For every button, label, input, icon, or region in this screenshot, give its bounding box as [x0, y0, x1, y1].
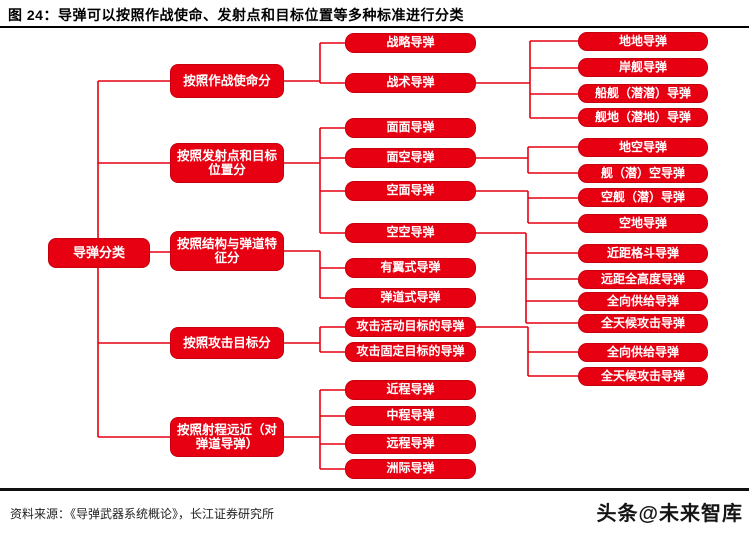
node-air-ship-missile: 空舰（潜）导弹	[578, 188, 708, 207]
node-tactical-missile: 战术导弹	[345, 73, 476, 93]
node-surface-surface-missile: 面面导弹	[345, 118, 476, 138]
source-note: 资料来源：《导弹武器系统概论》，长江证券研究所	[10, 507, 275, 521]
node-by-range: 按照射程远近（对弹道导弹）	[170, 417, 284, 457]
node-coast-ship-missile: 岸舰导弹	[578, 58, 708, 77]
node-ground-ground-missile: 地地导弹	[578, 32, 708, 51]
watermark-toutiao: 头条@未来智库	[596, 503, 743, 525]
node-short-range-missile: 近程导弹	[345, 380, 476, 400]
node-by-combat-mission: 按照作战使命分	[170, 64, 284, 98]
node-close-dogfight-missile: 近距格斗导弹	[578, 244, 708, 263]
node-attack-fixed-target-missile: 攻击固定目标的导弹	[345, 342, 476, 362]
node-by-attack-target: 按照攻击目标分	[170, 327, 284, 359]
bottom-divider	[0, 488, 749, 491]
node-by-launch-point-target-position: 按照发射点和目标位置分	[170, 143, 284, 183]
node-all-aspect-missile-2: 全向供给导弹	[578, 343, 708, 362]
node-all-weather-attack-missile-1: 全天候攻击导弹	[578, 314, 708, 333]
node-all-aspect-missile-1: 全向供给导弹	[578, 292, 708, 311]
node-attack-moving-target-missile: 攻击活动目标的导弹	[345, 317, 476, 337]
node-intercontinental-missile: 洲际导弹	[345, 459, 476, 479]
figure-title: 图 24：导弹可以按照作战使命、发射点和目标位置等多种标准进行分类	[8, 7, 464, 23]
node-air-ground-missile: 空地导弹	[578, 214, 708, 233]
node-ground-air-missile: 地空导弹	[578, 138, 708, 157]
node-medium-range-missile: 中程导弹	[345, 406, 476, 426]
node-ship-sub-air-missile: 舰（潜）空导弹	[578, 164, 708, 183]
node-ship-ship-missile: 船舰（潜潜）导弹	[578, 84, 708, 103]
title-underline	[0, 26, 749, 28]
node-long-range-missile: 远程导弹	[345, 434, 476, 454]
node-ship-ground-missile: 舰地（潜地）导弹	[578, 108, 708, 127]
node-surface-air-missile: 面空导弹	[345, 148, 476, 168]
node-missile-classification: 导弹分类	[48, 238, 150, 268]
node-air-surface-missile: 空面导弹	[345, 181, 476, 201]
node-ballistic-missile: 弹道式导弹	[345, 288, 476, 308]
node-all-weather-attack-missile-2: 全天候攻击导弹	[578, 367, 708, 386]
node-winged-missile: 有翼式导弹	[345, 258, 476, 278]
node-by-structure-trajectory: 按照结构与弹道特征分	[170, 231, 284, 271]
node-long-range-all-altitude-missile: 远距全高度导弹	[578, 270, 708, 289]
node-strategic-missile: 战略导弹	[345, 33, 476, 53]
node-air-air-missile: 空空导弹	[345, 223, 476, 243]
